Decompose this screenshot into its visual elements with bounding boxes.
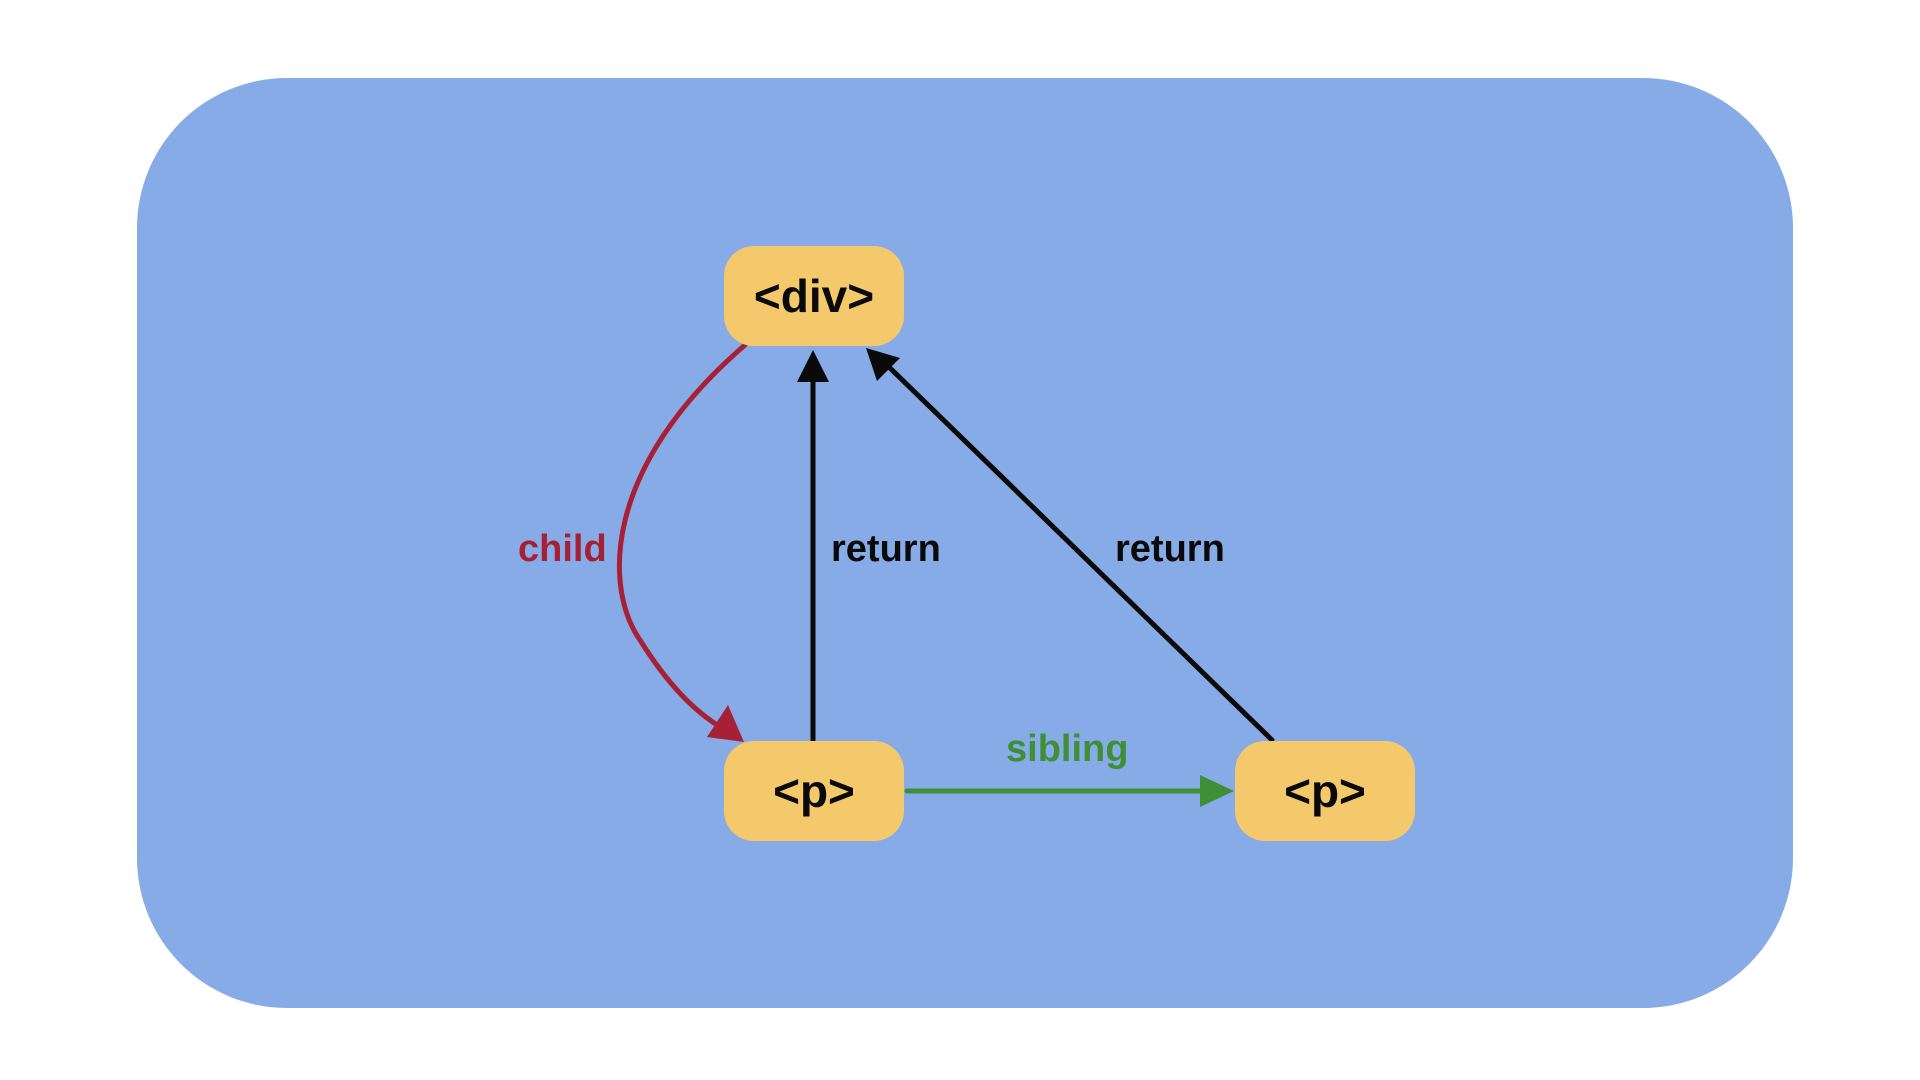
edge-return-p2 (887, 365, 1275, 743)
edge-label-return-second: return (1115, 528, 1225, 570)
node-div: <div> (724, 246, 904, 346)
node-p-first-label: <p> (773, 765, 855, 817)
node-p-second-label: <p> (1284, 765, 1366, 817)
arrowhead-return-p1 (797, 350, 829, 382)
edge-child (616, 342, 748, 731)
arrowhead-child (707, 705, 744, 742)
edge-label-child: child (518, 528, 607, 570)
node-p-first: <p> (724, 741, 904, 841)
node-div-label: <div> (753, 270, 875, 322)
edge-label-return-first: return (831, 528, 941, 570)
edge-label-sibling: sibling (1006, 728, 1129, 770)
background-panel (137, 78, 1793, 1008)
arrowhead-sibling (1200, 775, 1234, 807)
arrowhead-return-p2 (866, 348, 900, 381)
node-p-second: <p> (1235, 741, 1415, 841)
